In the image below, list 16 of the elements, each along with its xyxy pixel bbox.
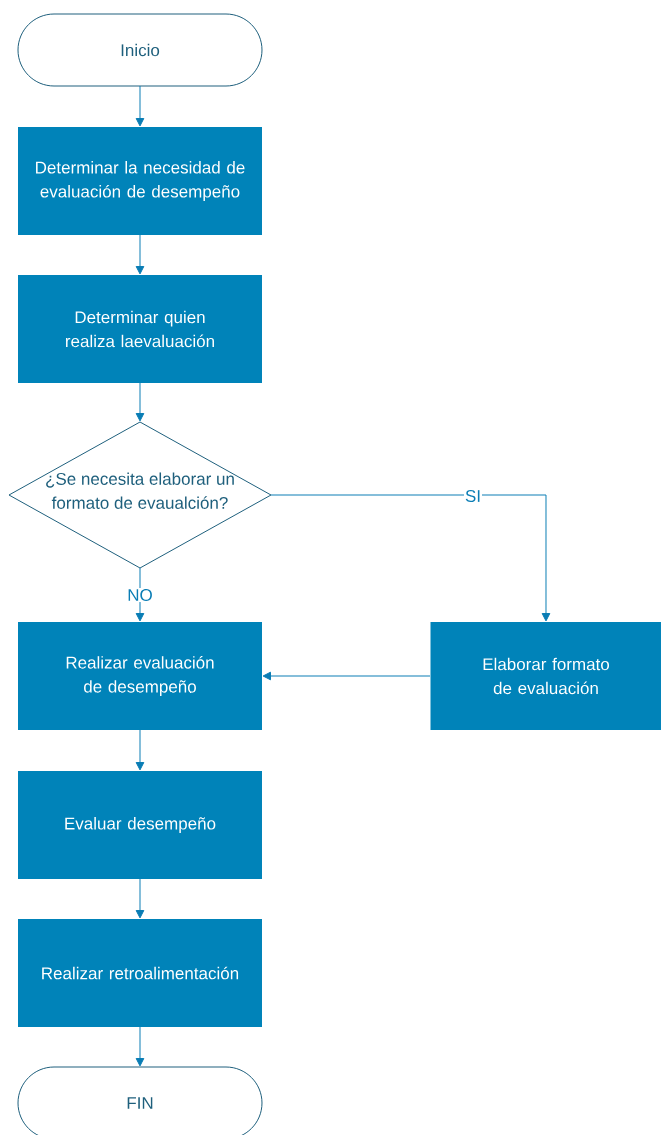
edge-label: SI — [463, 489, 482, 504]
process-box: Realizar evaluación de desempeño — [18, 622, 262, 730]
process-box: Determinar quien realiza laevaluación — [18, 275, 262, 383]
arrow — [135, 729, 145, 771]
process-box: Elaborar formato de evaluación — [430, 622, 661, 730]
arrow — [262, 671, 431, 681]
arrow — [135, 382, 145, 422]
arrow — [135, 1026, 145, 1067]
arrow — [135, 234, 145, 275]
edge-label: NO — [126, 588, 154, 603]
arrow — [135, 878, 145, 919]
process-box: Evaluar desempeño — [18, 771, 262, 879]
arrow — [135, 85, 145, 127]
arrow — [270, 494, 551, 622]
process-box: Determinar la necesidad de evaluación de desempeño — [18, 127, 262, 235]
process-box: Realizar retroalimentación — [18, 919, 262, 1027]
